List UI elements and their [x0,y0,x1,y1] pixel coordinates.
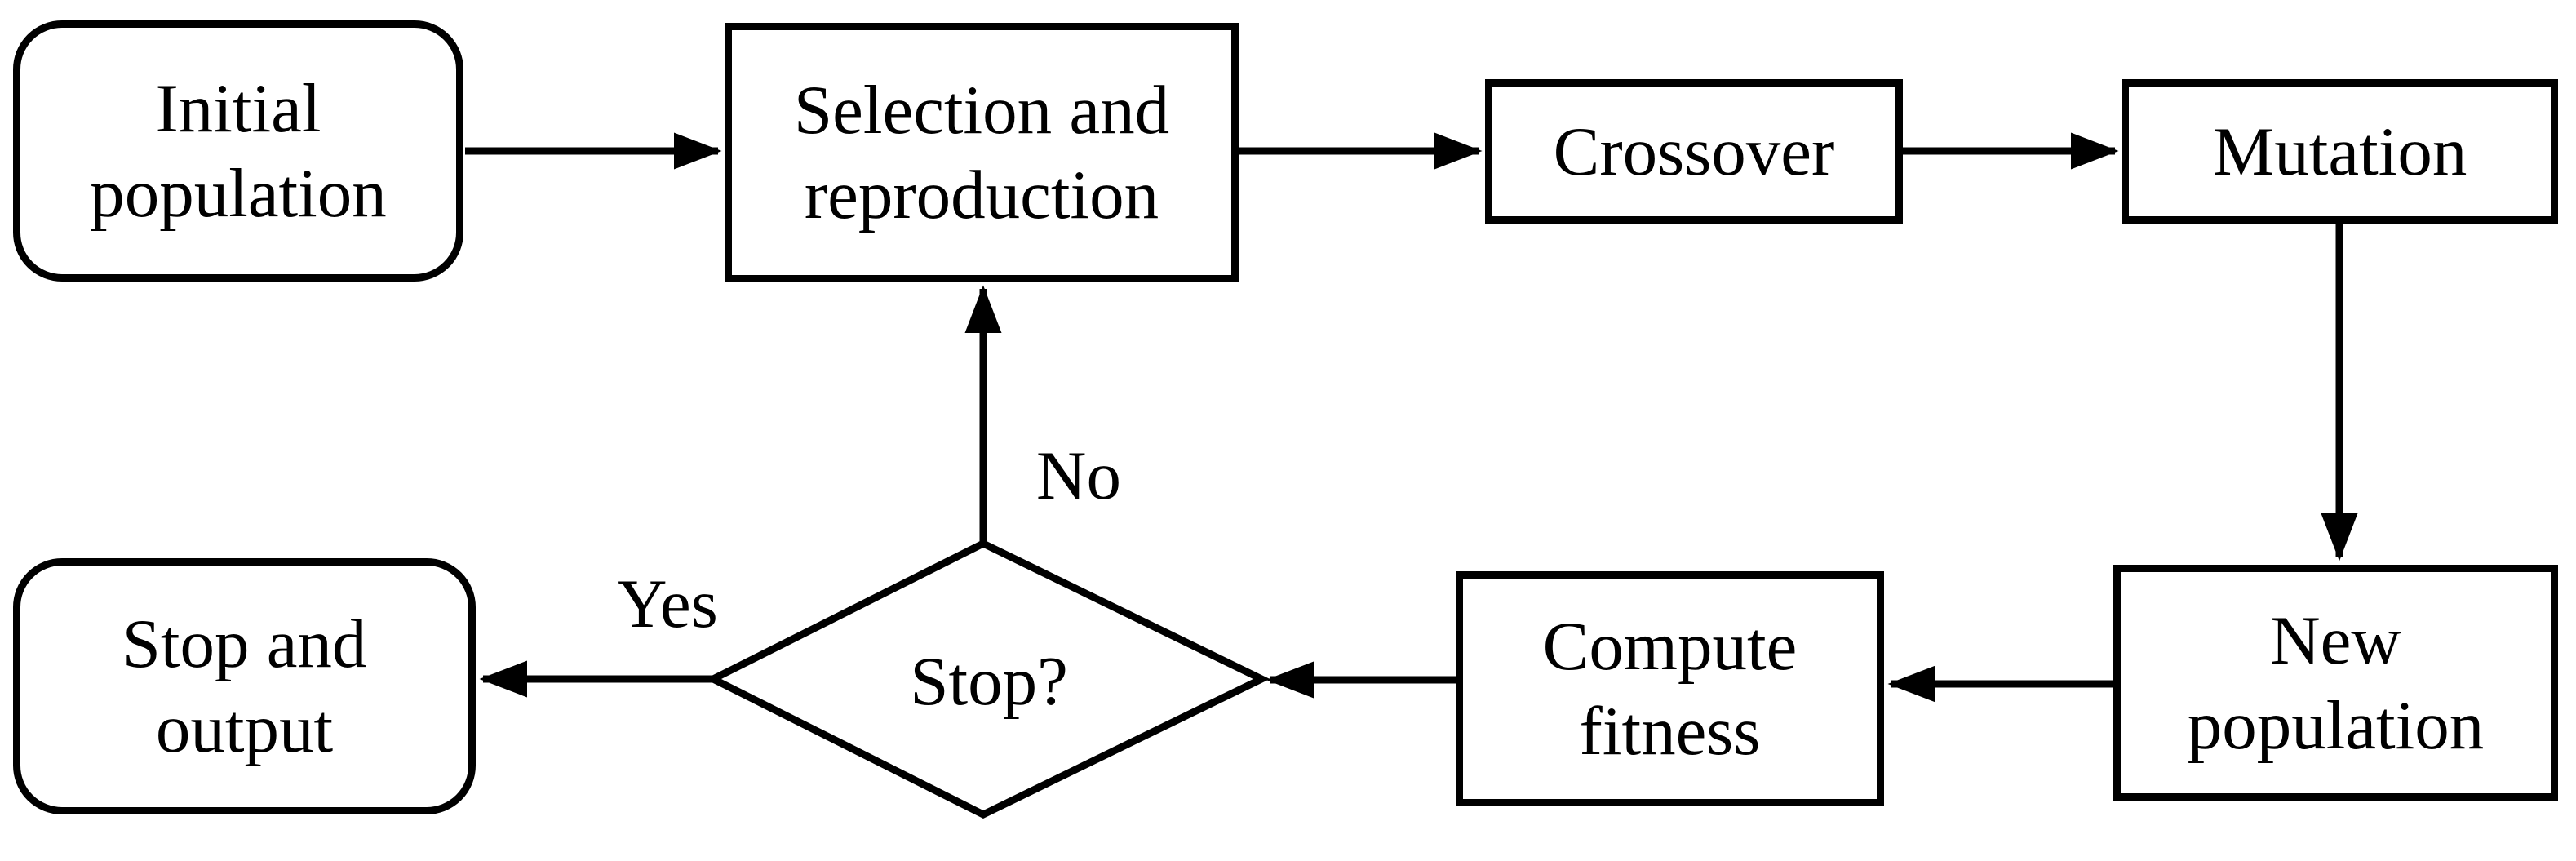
node-compute-fitness-label-line1: Compute [1542,608,1798,685]
node-new-population-label-line2: population [2187,686,2485,764]
node-new-population-label-line1: New [2270,601,2401,679]
node-crossover-label: Crossover [1553,113,1835,190]
edge-label-no: No [1036,437,1121,514]
node-compute-fitness-label-line2: fitness [1579,693,1761,770]
node-selection-reproduction: Selection and reproduction [725,23,1239,282]
edge-label-yes: Yes [617,566,718,642]
node-crossover: Crossover [1485,79,1903,224]
node-stop-output: Stop and output [13,558,476,814]
node-selection-reproduction-label-line2: reproduction [804,157,1159,233]
node-new-population: New population [2113,565,2558,801]
node-mutation-label: Mutation [2212,113,2467,190]
node-initial-population: Initial population [13,20,463,282]
node-compute-fitness: Compute fitness [1456,571,1884,806]
node-stop-decision-label: Stop? [910,643,1068,720]
node-initial-population-label-line1: Initial [155,70,321,147]
node-initial-population-label-line2: population [90,155,387,232]
node-selection-reproduction-label-line1: Selection and [793,72,1170,149]
node-stop-output-label-line2: output [155,690,334,767]
node-mutation: Mutation [2122,79,2558,224]
decision-diamond-shape [704,539,1270,819]
node-stop-output-label-line1: Stop and [122,606,367,682]
